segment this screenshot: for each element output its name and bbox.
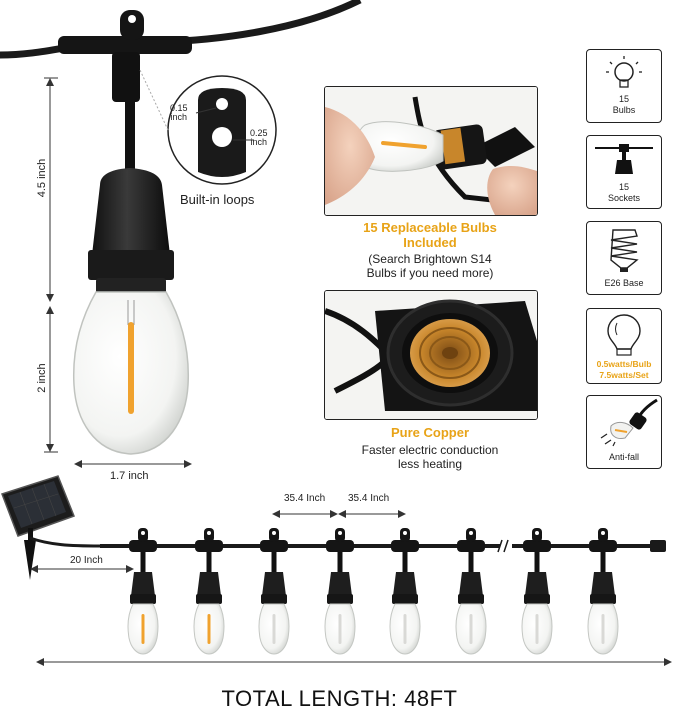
copper-socket-photo: [324, 290, 538, 420]
copper-title: Pure Copper: [390, 425, 469, 440]
total-length: TOTAL LENGTH: 48FT: [221, 686, 458, 711]
replaceable-subtitle: (Search Brightown S14 Bulbs if you need …: [366, 252, 494, 280]
spacing-label-1: 35.4 Inch: [284, 493, 326, 504]
feature-e26-label: E26 Base: [604, 278, 644, 288]
mini-bulb: [389, 528, 421, 655]
mini-bulb: [455, 528, 487, 655]
e26-base-icon: [610, 229, 639, 272]
spacing-label-2: 35.4 Inch: [348, 493, 390, 504]
mini-bulb: [587, 528, 619, 655]
mini-bulb-row: [127, 528, 619, 655]
anti-fall-icon: [600, 398, 658, 447]
loops-caption: Built-in loops: [180, 192, 255, 207]
mini-bulb: [127, 528, 159, 655]
loop-large-label: 0.25 inch: [250, 128, 268, 147]
mini-bulb: [258, 528, 290, 655]
feature-sockets-label: 15 Sockets: [607, 182, 640, 203]
mini-bulb: [521, 528, 553, 655]
replaceable-bulb-photo: [324, 86, 538, 216]
solar-panel: [1, 475, 101, 580]
loop-small-label: 0.15 inch: [170, 103, 188, 122]
feature-e26: E26 Base: [586, 221, 662, 295]
feature-sockets: 15 Sockets: [586, 135, 662, 209]
socket-icon: [595, 144, 653, 174]
socket-ring: [88, 250, 174, 280]
feature-bulbs: 15 Bulbs: [586, 49, 662, 123]
feature-watts: 0.5watts/Bulb 7.5watts/Set: [586, 308, 662, 384]
bulb-width-label: 1.7 inch: [110, 470, 149, 482]
hanging-loop: [120, 10, 144, 40]
connector-stem: [112, 52, 140, 102]
mini-bulb: [193, 528, 225, 655]
bulb-height-label: 2 inch: [36, 363, 48, 393]
big-socket: [92, 168, 170, 255]
height-label: 4.5 inch: [36, 158, 48, 198]
copper-subtitle: Faster electric conduction less heating: [361, 443, 499, 471]
feature-anti-fall-label: Anti-fall: [608, 452, 639, 462]
t-connector: [58, 36, 192, 54]
lead-label: 20 Inch: [70, 555, 103, 566]
replaceable-title: 15 Replaceable Bulbs Included: [363, 220, 497, 250]
mini-bulb: [324, 528, 356, 655]
feature-watts-label: 0.5watts/Bulb 7.5watts/Set: [596, 359, 652, 380]
bulb-outline-icon: [607, 314, 641, 356]
big-filament: [128, 322, 134, 414]
feature-bulbs-label: 15 Bulbs: [612, 94, 636, 115]
feature-anti-fall: Anti-fall: [586, 395, 662, 469]
bulb-icon: [606, 56, 642, 88]
